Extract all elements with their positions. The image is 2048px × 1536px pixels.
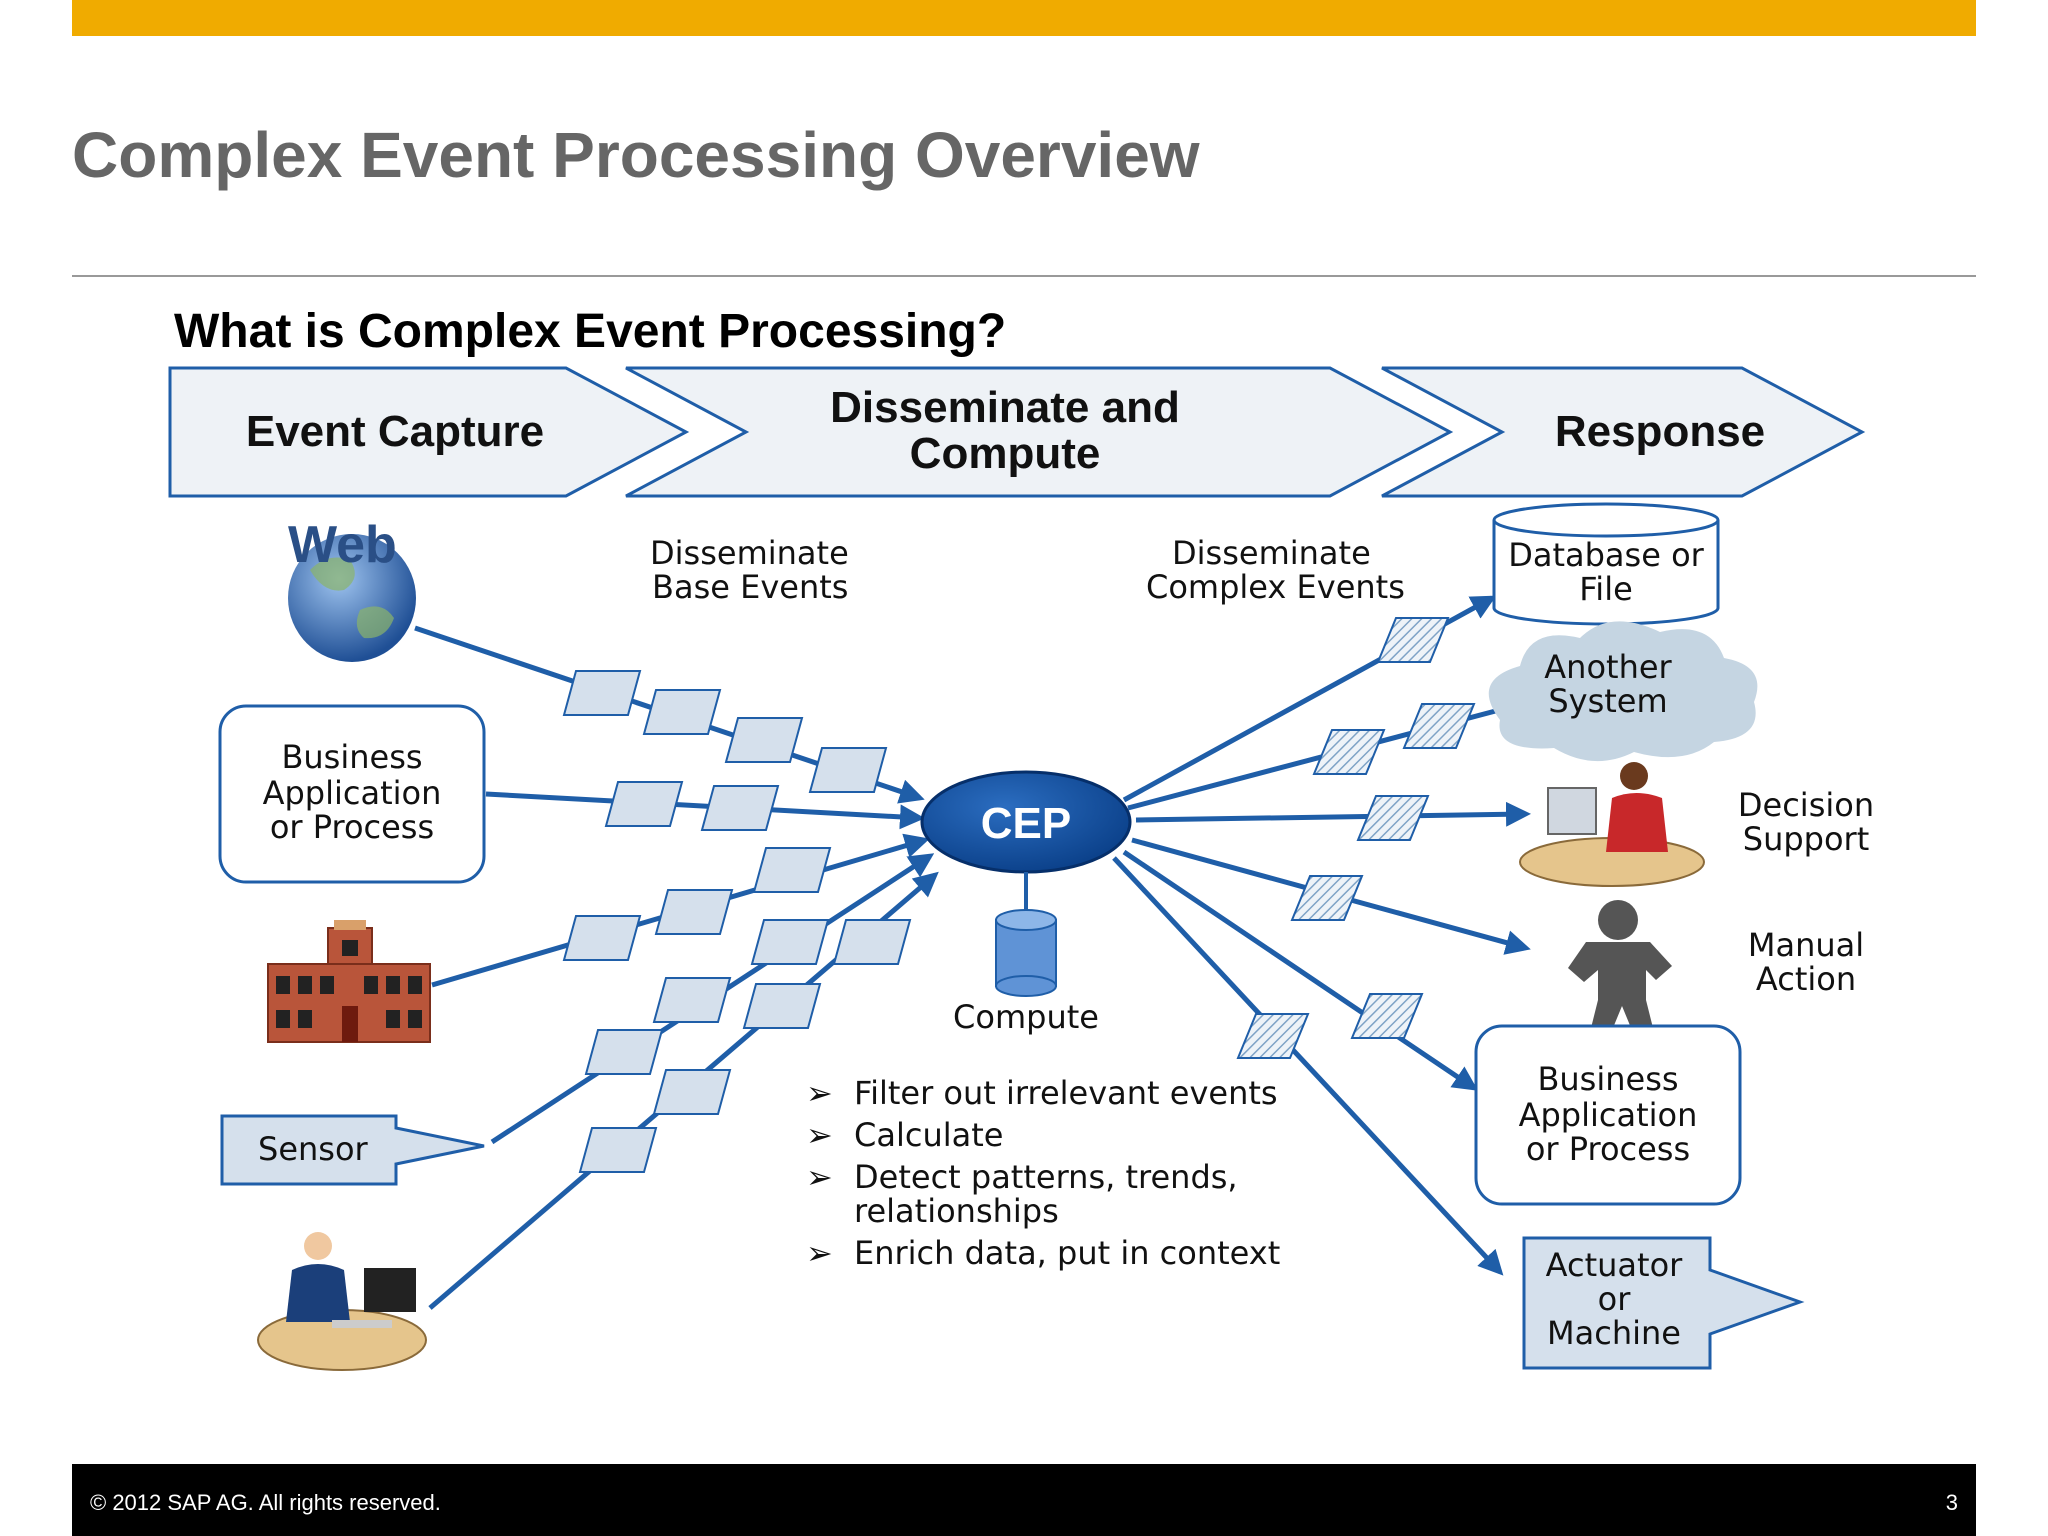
event-packet bbox=[832, 919, 912, 965]
compute-database-icon bbox=[995, 909, 1057, 997]
business-app-target-line2: Application bbox=[1519, 1096, 1698, 1134]
event-packet bbox=[808, 747, 888, 793]
footer-bar: © 2012 SAP AG. All rights reserved. 3 bbox=[72, 1464, 1976, 1536]
bullet-detect-line1: Detect patterns, trends, bbox=[854, 1158, 1238, 1196]
actuator-label-line2: or bbox=[1598, 1280, 1632, 1318]
manual-action-label-line1: Manual bbox=[1748, 926, 1864, 964]
stage-chevron-event-capture bbox=[168, 366, 690, 498]
top-accent-bar bbox=[72, 0, 1976, 36]
stage-label-disseminate-line1: Disseminate and bbox=[830, 383, 1180, 432]
actuator-output-line bbox=[1112, 856, 1504, 1276]
database-target: Database or File bbox=[1492, 502, 1720, 626]
copyright-text: © 2012 SAP AG. All rights reserved. bbox=[90, 1490, 441, 1515]
event-packet bbox=[742, 983, 822, 1029]
web-label: Web bbox=[288, 516, 397, 574]
cloud-icon bbox=[1488, 621, 1758, 762]
complex-event-packet bbox=[1350, 993, 1424, 1039]
bullet-filter: Filter out irrelevant events bbox=[854, 1074, 1278, 1112]
base-events-label-line2: Base Events bbox=[652, 568, 848, 606]
manual-action-icon bbox=[1568, 900, 1672, 1040]
database-label-line2: File bbox=[1579, 570, 1633, 608]
event-packet bbox=[654, 889, 734, 935]
business-app-source-line2: Application bbox=[263, 774, 442, 812]
event-packet bbox=[642, 689, 722, 735]
business-app-target-line3: or Process bbox=[1526, 1130, 1690, 1168]
actuator-target: Actuator or Machine bbox=[1522, 1236, 1805, 1370]
actuator-label-line1: Actuator bbox=[1546, 1246, 1683, 1284]
event-packet bbox=[562, 670, 642, 716]
actuator-label-line3: Machine bbox=[1547, 1314, 1681, 1352]
complex-event-packet bbox=[1236, 1013, 1310, 1059]
another-system-target: Another System bbox=[1488, 621, 1758, 762]
decision-support-icon bbox=[1519, 762, 1705, 887]
base-events-label-line1: Disseminate bbox=[650, 534, 849, 572]
page-number: 3 bbox=[1945, 1490, 1958, 1515]
complex-event-packets bbox=[1236, 617, 1476, 1059]
web-source: Web bbox=[288, 516, 416, 662]
sensor-label: Sensor bbox=[258, 1130, 369, 1168]
event-packet bbox=[652, 977, 732, 1023]
stage-chevron-response bbox=[1381, 366, 1866, 498]
actuator-arrow-shape bbox=[1522, 1236, 1805, 1370]
event-packet bbox=[750, 919, 830, 965]
event-packet bbox=[562, 915, 642, 961]
business-app-target-line1: Business bbox=[1537, 1060, 1678, 1098]
business-app-source-line1: Business bbox=[281, 738, 422, 776]
building-icon bbox=[267, 920, 431, 1043]
business-app-input-line bbox=[485, 791, 925, 830]
bullet-arrow-icon: ➢ bbox=[806, 1158, 833, 1196]
decision-support-output-line bbox=[1135, 801, 1531, 827]
database-label-line1: Database or bbox=[1508, 536, 1704, 574]
complex-events-label-line2: Complex Events bbox=[1146, 568, 1405, 606]
manual-action-label-line2: Action bbox=[1756, 960, 1856, 998]
event-packet bbox=[752, 847, 832, 893]
stage-chevron-disseminate bbox=[625, 366, 1454, 498]
business-app-source-line3: or Process bbox=[270, 808, 434, 846]
bullet-arrow-icon: ➢ bbox=[806, 1234, 833, 1272]
another-system-label-line1: Another bbox=[1544, 648, 1672, 686]
base-event-packets bbox=[562, 670, 912, 1173]
complex-event-packet bbox=[1312, 729, 1386, 775]
cep-engine: CEP Compute bbox=[920, 770, 1132, 1036]
event-packet bbox=[652, 1069, 732, 1115]
sensor-source: Sensor bbox=[220, 1114, 485, 1186]
slide-subtitle: What is Complex Event Processing? bbox=[174, 305, 1007, 358]
title-divider bbox=[72, 275, 1976, 277]
slide-title: Complex Event Processing Overview bbox=[72, 119, 1200, 191]
bullet-calculate: Calculate bbox=[854, 1116, 1003, 1154]
event-packet bbox=[700, 785, 780, 831]
cep-diagram: Event Capture Disseminate and Compute Re… bbox=[168, 366, 1874, 1371]
bullet-enrich: Enrich data, put in context bbox=[854, 1234, 1280, 1272]
complex-event-packet bbox=[1356, 795, 1430, 841]
bullet-arrow-icon: ➢ bbox=[806, 1074, 833, 1112]
complex-event-packet bbox=[1290, 875, 1364, 921]
person-computer-icon bbox=[257, 1232, 427, 1371]
business-app-source: Business Application or Process bbox=[218, 704, 486, 884]
event-packet bbox=[578, 1127, 658, 1173]
bullet-arrow-icon: ➢ bbox=[806, 1116, 833, 1154]
decision-support-label-line2: Support bbox=[1743, 820, 1870, 858]
business-app-target-box bbox=[1474, 1024, 1742, 1206]
compute-bullet-list: ➢ Filter out irrelevant events ➢ Calcula… bbox=[806, 1074, 1280, 1272]
business-app-target: Business Application or Process bbox=[1474, 1024, 1742, 1206]
business-app-output-line bbox=[1122, 849, 1479, 1091]
event-packet bbox=[604, 781, 684, 827]
decision-support-label-line1: Decision bbox=[1738, 786, 1874, 824]
stage-banner: Event Capture Disseminate and Compute Re… bbox=[168, 366, 1866, 498]
cep-label: CEP bbox=[981, 799, 1071, 848]
sensor-arrow-shape bbox=[220, 1114, 485, 1186]
another-system-label-line2: System bbox=[1548, 682, 1667, 720]
compute-label: Compute bbox=[953, 998, 1099, 1036]
complex-event-packet bbox=[1402, 703, 1476, 749]
stage-label-event-capture: Event Capture bbox=[246, 407, 544, 456]
complex-event-packet bbox=[1376, 617, 1450, 663]
business-app-source-box bbox=[218, 704, 486, 884]
event-packet bbox=[724, 717, 804, 763]
complex-events-label-line1: Disseminate bbox=[1172, 534, 1371, 572]
stage-label-response: Response bbox=[1555, 407, 1765, 456]
stage-label-disseminate-line2: Compute bbox=[910, 429, 1101, 478]
bullet-detect-line2: relationships bbox=[854, 1192, 1059, 1230]
event-packet bbox=[584, 1029, 664, 1075]
